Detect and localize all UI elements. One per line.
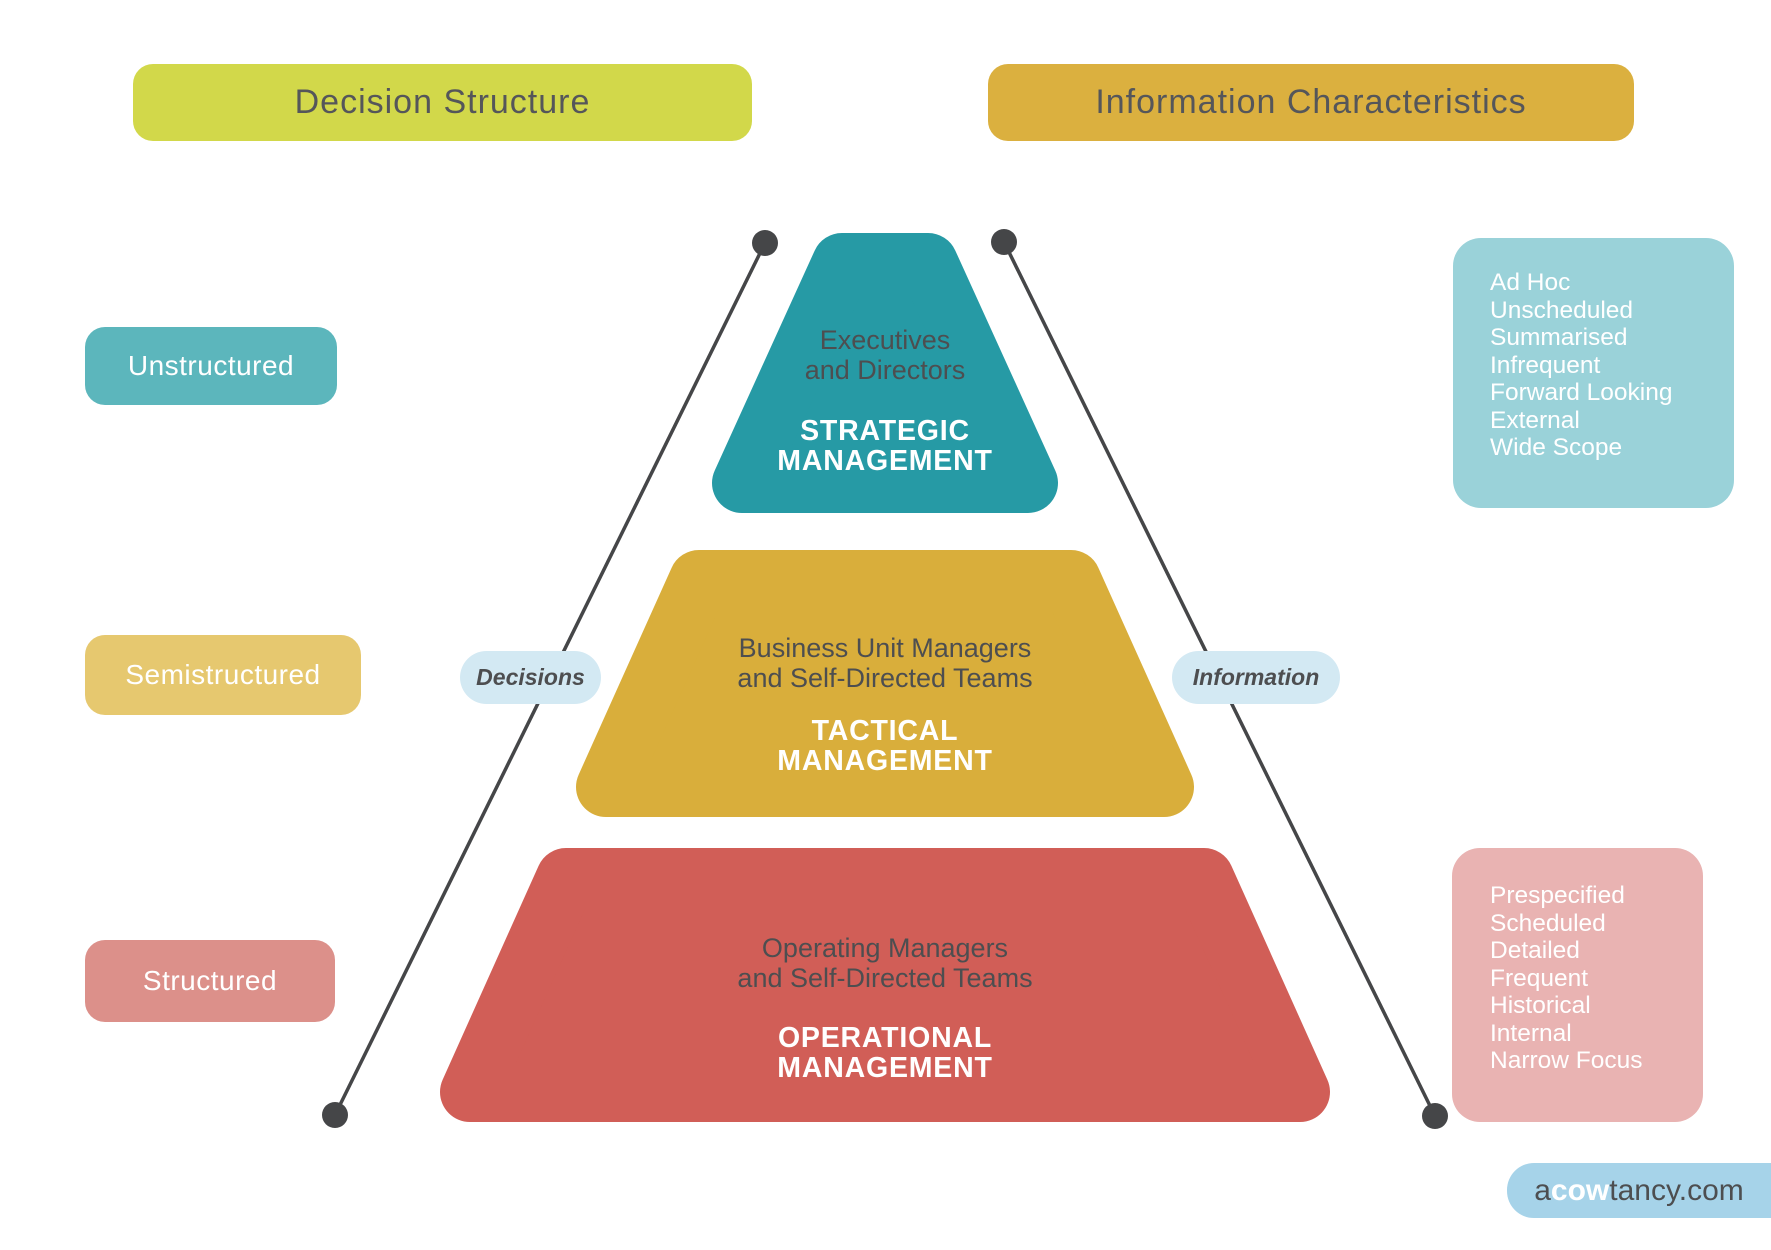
operational-title-line2: MANAGEMENT (777, 1052, 993, 1084)
strategic-audience-line2: and Directors (804, 355, 966, 385)
strategic-title-line1: STRATEGIC (800, 415, 970, 447)
tactical-audience-line2: and Self-Directed Teams (737, 663, 1033, 693)
operational-tier-audience: Operating Managers and Self-Directed Tea… (635, 933, 1135, 993)
axis-endpoint-dot (322, 1102, 348, 1128)
info-line: Internal (1490, 1019, 1572, 1047)
strategic-audience-line1: Executives (819, 325, 951, 355)
operational-audience-line1: Operating Managers (761, 933, 1009, 963)
info-line: Narrow Focus (1490, 1047, 1643, 1074)
operational-title-line1: OPERATIONAL (777, 1022, 993, 1054)
operational-tier-shape (440, 848, 1330, 1122)
tactical-tier-audience: Business Unit Managers and Self-Directed… (635, 633, 1135, 693)
semistructured-label-text: Semistructured (125, 659, 321, 690)
information-axis-pill-label: Information (1192, 664, 1320, 690)
axis-endpoint-dot (752, 230, 778, 256)
info-line: Scheduled (1490, 909, 1606, 937)
information-characteristics-header: Information Characteristics (988, 64, 1634, 141)
axis-endpoint-dot (1422, 1103, 1448, 1129)
info-line: Summarised (1490, 324, 1628, 351)
info-line: Historical (1490, 992, 1591, 1019)
tactical-tier-title: TACTICAL MANAGEMENT (635, 716, 1135, 776)
strategic-title-line2: MANAGEMENT (777, 445, 993, 477)
info-line: Infrequent (1490, 351, 1601, 379)
unstructured-label: Unstructured (85, 327, 337, 405)
watermark-prefix: a (1534, 1173, 1551, 1207)
decision-structure-header-label: Decision Structure (294, 83, 591, 121)
strategic-tier-title: STRATEGIC MANAGEMENT (635, 416, 1135, 476)
decision-structure-header: Decision Structure (133, 64, 752, 141)
tactical-audience-line1: Business Unit Managers (738, 633, 1032, 663)
information-characteristics-header-label: Information Characteristics (1095, 83, 1527, 121)
structured-label-text: Structured (142, 965, 278, 996)
tactical-tier-shape (576, 550, 1194, 817)
decisions-axis-pill: Decisions (460, 651, 601, 704)
info-line: Ad Hoc (1490, 269, 1571, 296)
strategic-tier-shape (712, 233, 1058, 513)
info-line: Prespecified (1490, 882, 1625, 909)
semistructured-label: Semistructured (85, 635, 361, 715)
operational-audience-line2: and Self-Directed Teams (737, 963, 1033, 993)
info-line: Detailed (1490, 937, 1580, 964)
axis-endpoint-dot (991, 229, 1017, 255)
tactical-title-line2: MANAGEMENT (777, 745, 993, 777)
operational-tier-title: OPERATIONAL MANAGEMENT (635, 1023, 1135, 1083)
info-line: External (1490, 406, 1580, 434)
watermark-highlight: cow (1550, 1173, 1610, 1207)
tactical-title-line1: TACTICAL (811, 715, 959, 747)
unstructured-info-characteristics-box: Ad Hoc Unscheduled Summarised Infrequent… (1453, 238, 1734, 508)
watermark-suffix: tancy.com (1609, 1173, 1744, 1207)
info-line: Frequent (1490, 964, 1589, 992)
structured-label: Structured (85, 940, 335, 1022)
info-line: Forward Looking (1490, 379, 1673, 406)
info-line: Unscheduled (1490, 296, 1634, 324)
decisions-axis-pill-label: Decisions (476, 664, 585, 690)
info-line: Wide Scope (1490, 434, 1623, 461)
structured-info-characteristics-box: Prespecified Scheduled Detailed Frequent… (1452, 848, 1703, 1122)
strategic-tier-audience: Executives and Directors (635, 325, 1135, 385)
information-axis-pill: Information (1172, 651, 1340, 704)
unstructured-label-text: Unstructured (127, 350, 295, 381)
